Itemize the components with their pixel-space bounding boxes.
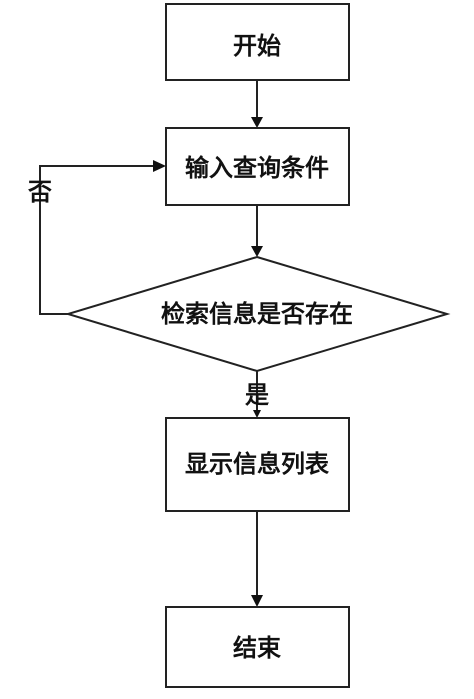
show-list-label: 显示信息列表 <box>185 450 330 478</box>
arrowhead-start-to-input <box>251 117 263 128</box>
input-query-label: 输入查询条件 <box>185 154 329 182</box>
arrowhead-show-to-end <box>251 595 263 607</box>
input-query-node <box>165 127 350 206</box>
end-node <box>165 606 350 688</box>
no-label: 否 <box>27 178 52 206</box>
end-label: 结束 <box>233 634 282 662</box>
start-label: 开始 <box>233 32 281 60</box>
decision-label: 检索信息是否存在 <box>161 300 353 328</box>
start-node <box>165 3 350 81</box>
arrowhead-no-loop <box>153 160 166 172</box>
show-list-node <box>165 417 350 512</box>
arrowhead-input-to-decision <box>251 246 263 257</box>
arrowhead-decision-to-show <box>253 410 261 418</box>
arrow-no-loop <box>39 165 154 315</box>
yes-label: 是 <box>245 381 269 409</box>
